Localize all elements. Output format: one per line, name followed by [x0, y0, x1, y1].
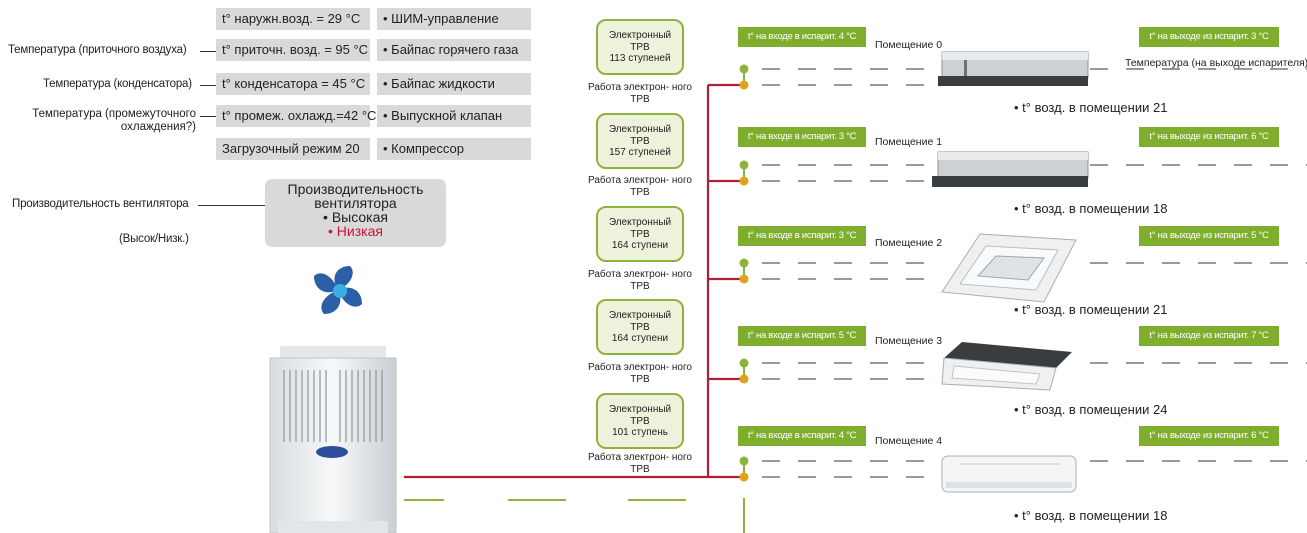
outlet-temp-tag: t° на выходе из испарит. 6 °C	[1139, 426, 1279, 446]
param-intercool-temp: t° промеж. охлажд.=42 °C	[216, 105, 376, 127]
inlet-temp-tag: t° на входе в испарит. 5 °C	[738, 326, 866, 346]
outlet-temp-tag: t° на выходе из испарит. 5 °C	[1139, 226, 1279, 246]
inlet-temp-tag: t° на входе в испарит. 3 °C	[738, 127, 866, 147]
exv-steps: 164 ступени	[611, 333, 669, 344]
room-name: Помещение 2	[875, 237, 943, 249]
fan-icon	[314, 266, 362, 314]
ducted-unit-image	[938, 51, 1089, 86]
inlet-temp-tag: t° на входе в испарит. 4 °C	[738, 27, 866, 47]
outlet-temp-tag: t° на выходе из испарит. 6 °C	[1139, 127, 1279, 147]
room-air-temp: • t° возд. в помещении 18	[1014, 201, 1168, 216]
connector-line	[200, 116, 216, 117]
outlet-temp-label: Температура (на выходе испарителя)	[1125, 57, 1307, 69]
exv-steps: 157 ступеней	[609, 147, 671, 158]
outdoor-unit-image	[269, 346, 397, 533]
fan-capacity-box: Производительность вентилятора • Высокая…	[265, 179, 446, 247]
room-name: Помещение 3	[875, 335, 943, 347]
room-air-temp: • t° возд. в помещении 21	[1014, 100, 1168, 115]
mode-hot-gas: • Байпас горячего газа	[377, 39, 531, 61]
connector-line	[200, 51, 216, 52]
param-outdoor-temp: t° наружн.возд. = 29 °C	[216, 8, 370, 30]
room-air-temp: • t° возд. в помещении 18	[1014, 508, 1168, 523]
inlet-temp-tag: t° на входе в испарит. 4 °C	[738, 426, 866, 446]
room-air-temp: • t° возд. в помещении 21	[1014, 302, 1168, 317]
label-condenser: Температура (конденсатора)	[43, 78, 192, 90]
exv-steps: 164 ступени	[611, 240, 669, 251]
label-fan-mode: (Высок/Низк.)	[119, 233, 189, 245]
label-intercooling: Температура (промежуточного охлаждения?)	[32, 108, 196, 133]
mode-compressor: • Компрессор	[377, 138, 531, 160]
inlet-temp-tag: t° на входе в испарит. 3 °C	[738, 226, 866, 246]
room-name: Помещение 0	[875, 39, 943, 51]
room-air-temp: • t° возд. в помещении 24	[1014, 402, 1168, 417]
fan-high: • Высокая	[323, 209, 388, 225]
label-supply-air: Температура (приточного воздуха)	[8, 44, 187, 56]
ducted-unit-image	[932, 151, 1089, 187]
wall-unit-image	[941, 455, 1077, 493]
exv-caption: Работа электрон- ного ТРВ	[588, 362, 692, 385]
exv-caption: Работа электрон- ного ТРВ	[588, 82, 692, 105]
room-name: Помещение 4	[875, 435, 943, 447]
fan-box-title: Производительность вентилятора	[287, 181, 424, 211]
outlet-temp-tag: t° на выходе из испарит. 7 °C	[1139, 326, 1279, 346]
label-fan-capacity: Производительность вентилятора	[12, 198, 189, 210]
param-condenser-temp: t° конденсатора = 45 °C	[216, 73, 370, 95]
connector-line	[200, 85, 216, 86]
fan-low: • Низкая	[328, 223, 383, 239]
mode-liquid: • Байпас жидкости	[377, 73, 531, 95]
one-way-cassette-image	[941, 342, 1072, 391]
mode-outlet-valve: • Выпускной клапан	[377, 105, 531, 127]
room-name: Помещение 1	[875, 136, 943, 148]
cassette-unit-image	[941, 233, 1077, 303]
exv-caption: Работа электрон- ного ТРВ	[588, 452, 692, 475]
param-supply-temp: t° приточн. возд. = 95 °C	[216, 39, 370, 61]
mode-pwm: • ШИМ-управление	[377, 8, 531, 30]
exv-steps: 101 ступень	[612, 427, 668, 438]
outlet-temp-tag: t° на выходе из испарит. 3 °C	[1139, 27, 1279, 47]
param-load-mode: Загрузочный режим 20	[216, 138, 370, 160]
exv-caption: Работа электрон- ного ТРВ	[588, 269, 692, 292]
exv-caption: Работа электрон- ного ТРВ	[588, 175, 692, 198]
exv-steps: 113 ступеней	[609, 53, 671, 64]
connector-line	[198, 205, 265, 206]
